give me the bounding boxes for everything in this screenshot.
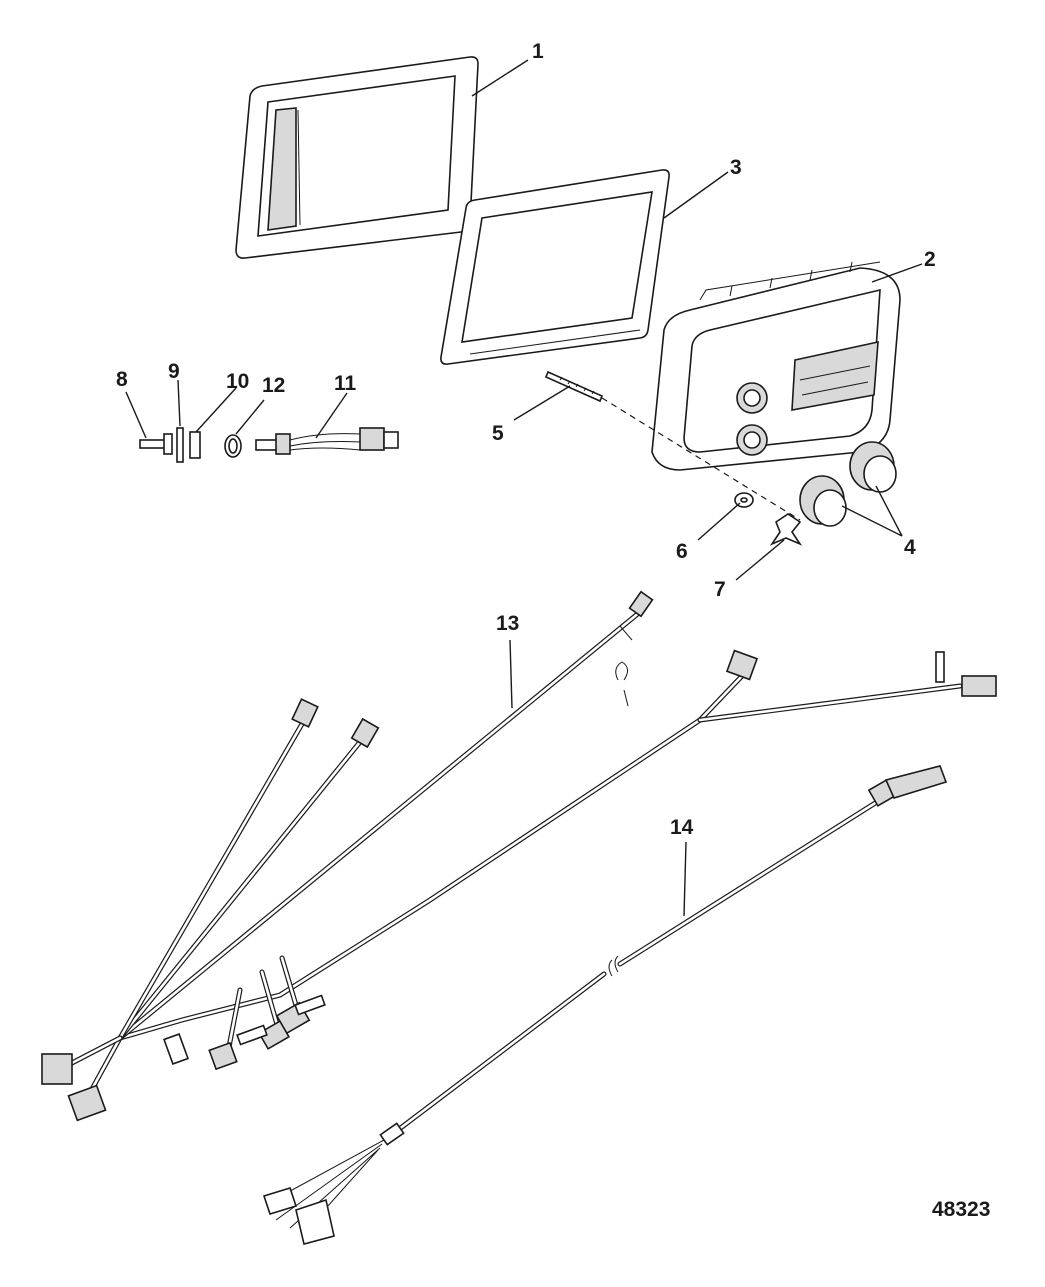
callout-5: 5 bbox=[492, 422, 504, 445]
callout-8: 8 bbox=[116, 368, 128, 391]
part-14-extension bbox=[262, 765, 948, 1245]
part-13-harness bbox=[41, 590, 997, 1122]
leader-lines bbox=[125, 59, 923, 917]
callout-labels: 1 2 3 4 5 6 7 8 9 10 11 12 13 14 bbox=[116, 40, 936, 839]
part-11-sensor-lead bbox=[255, 427, 399, 455]
callout-6: 6 bbox=[676, 540, 688, 563]
figure-number: 48323 bbox=[932, 1198, 990, 1221]
callout-2: 2 bbox=[924, 248, 936, 271]
part-12-o-ring bbox=[224, 434, 242, 458]
part-7-wing-nut bbox=[769, 513, 803, 546]
callout-1: 1 bbox=[532, 40, 544, 63]
part-5-stud bbox=[544, 370, 604, 403]
part-1-bezel bbox=[235, 56, 479, 259]
callout-3: 3 bbox=[730, 156, 742, 179]
callout-12: 12 bbox=[262, 374, 285, 397]
callout-11: 11 bbox=[334, 372, 357, 395]
callout-10: 10 bbox=[226, 370, 249, 393]
assembly-axis-line bbox=[601, 397, 801, 521]
callout-14: 14 bbox=[670, 816, 694, 839]
part-10-nut bbox=[189, 431, 201, 459]
part-3-gasket bbox=[440, 169, 670, 365]
callout-13: 13 bbox=[496, 612, 519, 635]
part-8-screw bbox=[139, 433, 173, 455]
part-4-caps bbox=[799, 441, 897, 527]
callout-7: 7 bbox=[714, 578, 726, 601]
part-2-display-unit bbox=[651, 261, 901, 471]
callout-9: 9 bbox=[168, 360, 180, 383]
part-9-plate bbox=[176, 427, 184, 463]
callout-4: 4 bbox=[904, 536, 916, 559]
